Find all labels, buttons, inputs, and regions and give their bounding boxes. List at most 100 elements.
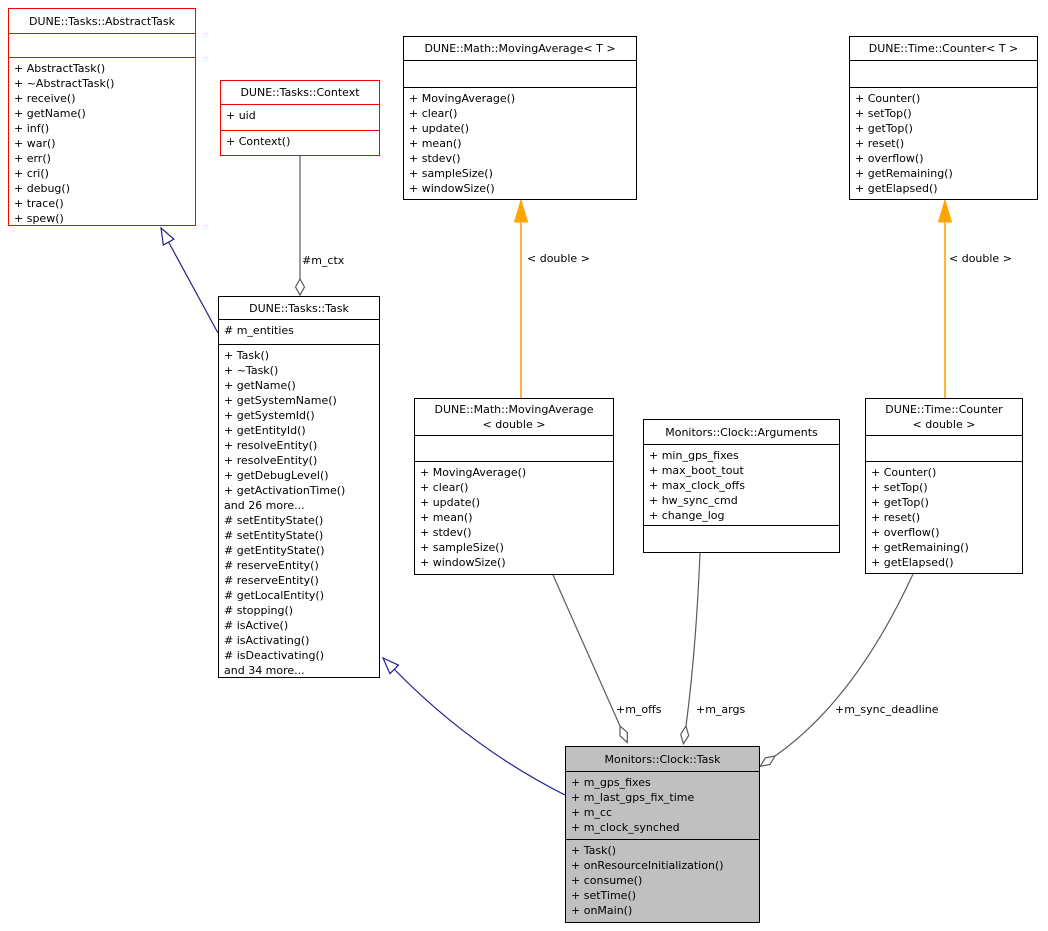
method-label: # getLocalEntity() [224,589,324,602]
attributes-section [9,33,195,57]
method-label: + consume() [571,874,643,887]
attributes-section [404,60,636,87]
method-label: + getRemaining() [855,167,953,180]
method-label: + resolveEntity() [224,439,318,452]
method-label: + setTop() [871,481,928,494]
method-label: # isActivating() [224,634,310,647]
edge-aggregation-m-sync-deadline [758,573,914,768]
methods-section [644,525,839,552]
attribute-label: + m_gps_fixes [571,776,651,789]
method-label: + update() [420,496,481,509]
method-label: + getTop() [871,496,929,509]
method-label: + Counter() [871,466,937,479]
edge-aggregation-m-args [680,552,701,746]
method-label: + stdev() [420,526,472,539]
method-label: + windowSize() [409,182,495,195]
method-label: + getTop() [855,122,913,135]
methods-section: + Counter() + setTop() + getTop() + reset()… [866,461,1022,573]
edge-aggregation-m-ctx [294,156,306,297]
method-label: + MovingAverage() [409,92,516,105]
method-label: + AbstractTask() [14,62,106,75]
method-label: + getEntityId() [224,424,306,437]
attribute-label: # m_entities [224,324,294,337]
edge-label-m-ctx: #m_ctx [302,254,345,267]
method-label: + debug() [14,182,70,195]
method-label: # isDeactivating() [224,649,325,662]
attributes-section [866,435,1022,461]
method-label: + Task() [224,349,270,362]
method-label: + MovingAverage() [420,466,527,479]
method-label: + getSystemId() [224,409,315,422]
attributes-section [415,435,613,461]
attribute-label: + change_log [649,509,725,522]
attributes-section: + uid [221,104,379,130]
class-title-line: < double > [482,418,546,431]
method-label: + onResourceInitialization() [571,859,724,872]
method-label: + stdev() [409,152,461,165]
attribute-label: + min_gps_fixes [649,449,739,462]
method-label: + overflow() [855,152,924,165]
attributes-section: # m_entities [219,319,379,344]
class-title-line: Monitors::Clock::Task [604,752,721,766]
class-box-arguments[interactable]: Monitors::Clock::Arguments + min_gps_fix… [643,419,840,553]
attribute-label: + m_last_gps_fix_time [571,791,695,804]
attributes-section: + min_gps_fixes+ max_boot_tout+ max_cloc… [644,444,839,525]
method-label: + receive() [14,92,76,105]
edge-label-m-sync-deadline: +m_sync_deadline [835,703,939,716]
class-title-line: DUNE::Math::MovingAverage [434,403,594,416]
attribute-label: + uid [226,109,256,122]
methods-section: + AbstractTask() + ~AbstractTask() + recei… [9,57,195,225]
class-box-counter-t[interactable]: DUNE::Time::Counter< T > + Counter()+ se… [849,36,1038,200]
class-title-line: DUNE::Time::Counter [885,403,1003,416]
methods-section: + MovingAverage()+ clear()+ update()+ me… [415,461,613,574]
class-title-line: < double > [912,418,976,431]
method-label: + ~Task() [224,364,279,377]
edge-aggregation-m-offs [552,574,629,744]
method-label: # setEntityState() [224,514,324,527]
class-box-abstract-task[interactable]: DUNE::Tasks::AbstractTask + AbstractTask… [8,8,196,226]
class-box-task[interactable]: DUNE::Tasks::Task # m_entities + Task()+… [218,296,380,678]
method-label: + onMain() [571,904,633,917]
edge-label-m-args: +m_args [696,703,746,716]
method-label: + sampleSize() [420,541,504,554]
methods-section: + Task()+ onResourceInitialization()+ co… [566,839,759,922]
method-label: # reserveEntity() [224,574,319,587]
edge-template-counter [937,198,953,398]
method-label: + mean() [409,137,462,150]
edge-template-movingaverage [513,198,529,398]
class-box-counter-double[interactable]: DUNE::Time::Counter< double > + Counter(… [865,398,1023,574]
edge-inheritance-clocktask-to-task [381,656,566,796]
methods-section: + MovingAverage()+ clear()+ update()+ me… [404,87,636,199]
class-title-line: DUNE::Tasks::Task [249,301,349,315]
methods-section: + Task()+ ~Task()+ getName()+ getSystemN… [219,344,379,677]
method-label: + update() [409,122,470,135]
method-label: + inf() [14,122,50,135]
method-label: + getName() [224,379,296,392]
method-label: + reset() [871,511,921,524]
method-label: + resolveEntity() [224,454,318,467]
method-label: + cri() [14,167,49,180]
methods-section: + Counter()+ setTop()+ getTop()+ reset()… [850,87,1037,199]
edge-label-movingaverage-instance: < double > [527,252,590,265]
class-box-moving-average-double[interactable]: DUNE::Math::MovingAverage< double > + Mo… [414,398,614,575]
method-label: and 34 more... [224,664,305,677]
class-box-context[interactable]: DUNE::Tasks::Context + uid + Context() [220,80,380,156]
attribute-label: + hw_sync_cmd [649,494,738,507]
method-label: + Context() [226,135,291,148]
attributes-section: + m_gps_fixes + m_last_gps_fix_time + m_cc… [566,771,759,839]
method-label: # stopping() [224,604,294,617]
method-label: + ~AbstractTask() [14,77,115,90]
attribute-label: + max_boot_tout [649,464,744,477]
method-label: # getEntityState() [224,544,325,557]
class-box-moving-average-t[interactable]: DUNE::Math::MovingAverage< T > + MovingA… [403,36,637,200]
attribute-label: + m_cc [571,806,613,819]
method-label: # isActive() [224,619,289,632]
method-label: + windowSize() [420,556,506,569]
class-title-line: Monitors::Clock::Arguments [665,425,818,439]
method-label: + getActivationTime() [224,484,346,497]
class-title-line: DUNE::Math::MovingAverage< T > [424,42,616,55]
method-label: + overflow() [871,526,940,539]
edge-inheritance-task-to-abstracttask [160,226,219,334]
method-label: + setTime() [571,889,637,902]
